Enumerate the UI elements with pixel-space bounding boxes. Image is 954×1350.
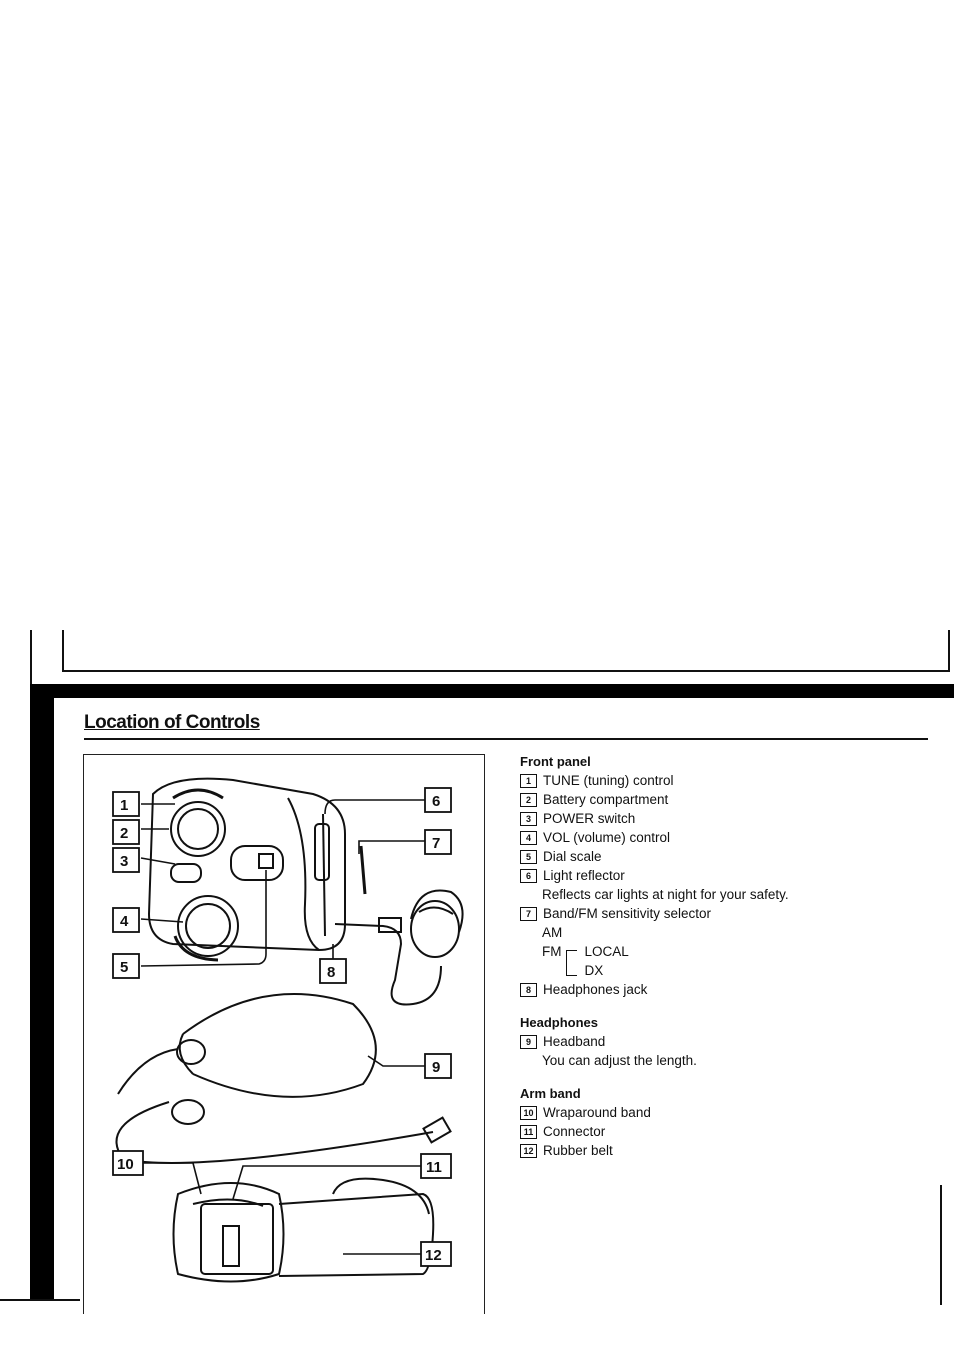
item-number: 11 <box>520 1125 537 1139</box>
legend-item: 3 POWER switch <box>520 809 940 828</box>
item-label: VOL (volume) control <box>543 828 670 847</box>
item-number: 3 <box>520 812 537 826</box>
callout-3: 3 <box>120 853 128 870</box>
callout-1: 1 <box>120 797 128 814</box>
legend-item: 7 Band/FM sensitivity selector <box>520 904 940 923</box>
item-number: 5 <box>520 850 537 864</box>
item-number: 10 <box>520 1106 537 1120</box>
section-heading-front-panel: Front panel <box>520 752 940 771</box>
left-frame-line <box>30 630 32 690</box>
item-number: 4 <box>520 831 537 845</box>
legend-item: 6 Light reflector <box>520 866 940 885</box>
item-number: 8 <box>520 983 537 997</box>
item-note: You can adjust the length. <box>520 1051 940 1070</box>
item-label: Connector <box>543 1122 605 1141</box>
arm-band-connector <box>201 1204 273 1274</box>
header-bar <box>30 684 954 698</box>
side-bar <box>30 684 54 1300</box>
item-label: POWER switch <box>543 809 635 828</box>
selector-local: LOCAL <box>585 942 629 961</box>
top-frame <box>62 630 950 672</box>
selector-dx: DX <box>585 961 629 980</box>
section-heading-arm-band: Arm band <box>520 1084 940 1103</box>
controls-illustration: 1 2 3 4 5 6 7 8 9 10 11 12 <box>83 754 485 1306</box>
item-label: Wraparound band <box>543 1103 651 1122</box>
item-number: 1 <box>520 774 537 788</box>
page-title: Location of Controls <box>84 712 260 734</box>
selector-fm: FM <box>542 942 562 961</box>
legend-item: 4 VOL (volume) control <box>520 828 940 847</box>
legend-item: 2 Battery compartment <box>520 790 940 809</box>
callout-7: 7 <box>432 835 440 852</box>
callout-9: 9 <box>432 1059 440 1076</box>
callout-5: 5 <box>120 959 128 976</box>
callout-6: 6 <box>432 793 440 810</box>
controls-legend: Front panel 1 TUNE (tuning) control 2 Batt… <box>520 752 940 1160</box>
tune-dial <box>171 802 225 856</box>
fm-bracket <box>566 950 581 976</box>
legend-item: 1 TUNE (tuning) control <box>520 771 940 790</box>
power-switch <box>171 864 201 882</box>
section-heading-headphones: Headphones <box>520 1013 940 1032</box>
callout-10: 10 <box>117 1156 134 1173</box>
callout-4: 4 <box>120 913 129 930</box>
item-number: 6 <box>520 869 537 883</box>
item-number: 9 <box>520 1035 537 1049</box>
item-number: 2 <box>520 793 537 807</box>
item-note: Reflects car lights at night for your sa… <box>520 885 940 904</box>
item-label: Band/FM sensitivity selector <box>543 904 711 923</box>
title-rule <box>84 738 928 740</box>
legend-item: 8 Headphones jack <box>520 980 940 999</box>
item-label: Battery compartment <box>543 790 668 809</box>
item-label: TUNE (tuning) control <box>543 771 674 790</box>
legend-item: 11 Connector <box>520 1122 940 1141</box>
item-label: Dial scale <box>543 847 602 866</box>
legend-item: 9 Headband <box>520 1032 940 1051</box>
item-number: 7 <box>520 907 537 921</box>
legend-item: 5 Dial scale <box>520 847 940 866</box>
item-number: 12 <box>520 1144 537 1158</box>
legend-item: 10 Wraparound band <box>520 1103 940 1122</box>
listener-face <box>411 901 459 957</box>
item-label: Rubber belt <box>543 1141 613 1160</box>
legend-item: 12 Rubber belt <box>520 1141 940 1160</box>
selector-am: AM <box>520 923 940 942</box>
right-edge-line <box>940 1185 942 1305</box>
callout-8: 8 <box>327 964 335 981</box>
selector-fm-row: FM LOCAL DX <box>520 942 940 980</box>
headband <box>183 994 376 1097</box>
callout-2: 2 <box>120 825 128 842</box>
item-label: Headphones jack <box>543 980 647 999</box>
callout-12: 12 <box>425 1247 442 1264</box>
bottom-line <box>0 1299 80 1301</box>
callout-11: 11 <box>426 1159 442 1176</box>
item-label: Headband <box>543 1032 605 1051</box>
dial-scale <box>231 846 283 880</box>
item-label: Light reflector <box>543 866 625 885</box>
